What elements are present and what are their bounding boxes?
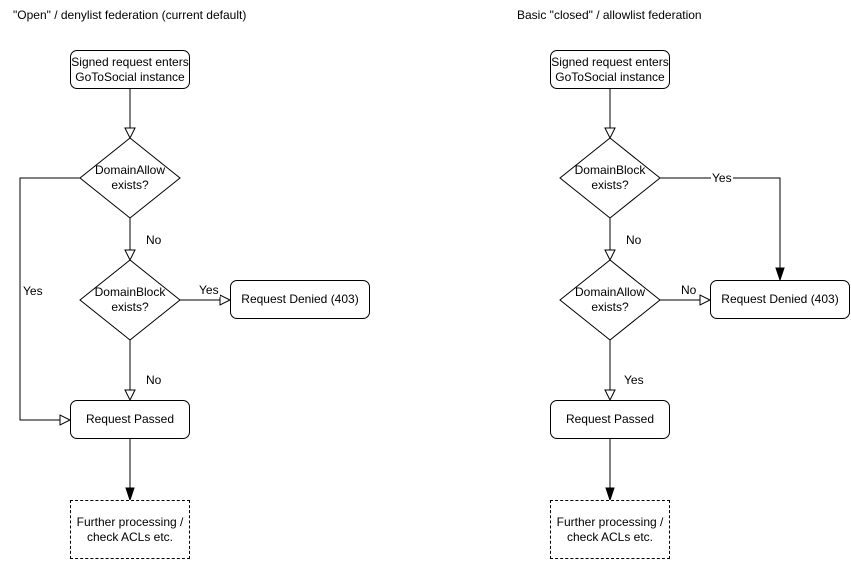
edge-label-no-top-left: No <box>145 233 163 247</box>
decision-top-diamond-right <box>559 137 661 219</box>
decision-top-diamond-left <box>79 137 181 219</box>
decision-bottom-diamond-left <box>79 259 181 341</box>
arrowhead-solid-icon <box>775 267 785 282</box>
arrowhead-open-icon <box>604 127 616 140</box>
start-node-right: Signed request enters GoToSocial instanc… <box>550 50 670 89</box>
decision-bottom-diamond-right <box>559 259 661 341</box>
further-node-left: Further processing / check ACLs etc. <box>70 500 190 559</box>
edge-label-yes-denied-left: Yes <box>198 283 220 297</box>
right-chart-connectors <box>559 89 785 502</box>
edge-label-no-bottom-left: No <box>145 373 163 387</box>
denied-node-left: Request Denied (403) <box>230 280 370 319</box>
edge-label-no-denied-right: No <box>680 283 698 297</box>
passed-node-right: Request Passed <box>550 400 670 439</box>
arrowhead-solid-icon <box>125 487 135 502</box>
chart-title-left: "Open" / denylist federation (current de… <box>13 8 247 22</box>
arrowhead-open-icon <box>124 389 136 402</box>
arrowhead-open-icon <box>604 249 616 262</box>
start-node-left: Signed request enters GoToSocial instanc… <box>70 50 190 89</box>
arrowhead-open-icon <box>699 294 712 306</box>
denied-node-right: Request Denied (403) <box>710 280 850 319</box>
further-node-right: Further processing / check ACLs etc. <box>550 500 670 559</box>
edge-label-yes-loop-left: Yes <box>22 284 44 298</box>
edge-label-yes-bottom-right: Yes <box>623 373 645 387</box>
chart-title-right: Basic "closed" / allowlist federation <box>517 8 702 22</box>
arrowhead-open-icon <box>219 294 232 306</box>
left-chart-connectors <box>19 89 232 502</box>
edge-decision-top-yes-loop-left <box>19 177 80 421</box>
arrowhead-open-icon <box>124 249 136 262</box>
edge-label-no-top-right: No <box>625 233 643 247</box>
arrowhead-open-icon <box>59 414 72 426</box>
arrowhead-solid-icon <box>605 487 615 502</box>
edge-decision-top-yes-right <box>660 177 781 268</box>
edge-label-yes-denied-right: Yes <box>711 171 733 185</box>
passed-node-left: Request Passed <box>70 400 190 439</box>
arrowhead-open-icon <box>604 389 616 402</box>
arrowhead-open-icon <box>124 127 136 140</box>
